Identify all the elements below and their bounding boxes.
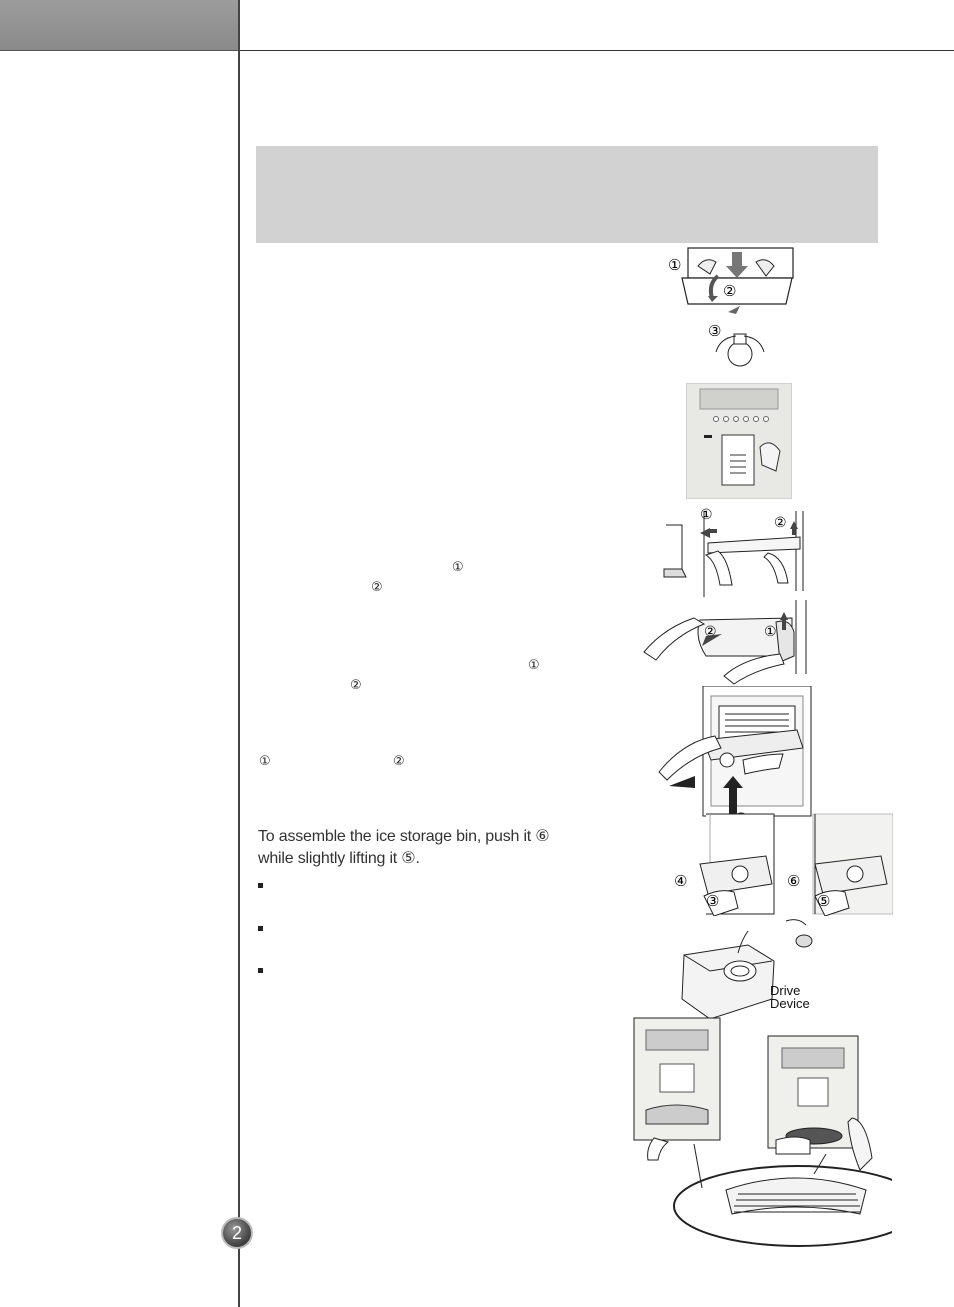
bin-step-6: ⑥ — [787, 873, 800, 890]
lamp-step-3: ③ — [708, 323, 721, 340]
step-marker-1: ① — [528, 657, 540, 672]
assemble-line-1: To assemble the ice storage bin, push it… — [258, 828, 550, 845]
assemble-instruction: To assemble the ice storage bin, push it… — [258, 826, 550, 870]
bullet-marker — [258, 968, 263, 973]
bin-assemble-figure-left: ④ ③ — [670, 812, 778, 916]
ice-bin-figure — [655, 686, 817, 828]
door-bin-figure: ② ① — [642, 600, 812, 686]
lamp-step-1: ① — [668, 257, 681, 274]
assemble-line-2: while slightly lifting it ⑤. — [258, 850, 420, 867]
page-number-badge: 2 — [221, 1217, 253, 1249]
step-marker-2: ② — [350, 677, 362, 692]
drive-device-figure: Drive Device — [676, 915, 816, 1027]
bin-assemble-figure-right: ⑥ ⑤ — [785, 812, 893, 916]
header-tab — [0, 0, 238, 51]
shelf-figure: ① ② — [660, 505, 808, 597]
bin-step-4: ④ — [674, 873, 687, 890]
step-marker-1: ① — [452, 559, 464, 574]
bin-step-5: ⑤ — [817, 893, 830, 910]
door-bin-step-2: ② — [704, 623, 717, 639]
step-marker-2: ② — [371, 579, 383, 594]
margin-rule — [238, 0, 240, 1307]
shelf-step-1: ① — [700, 506, 713, 522]
door-bin-step-1: ① — [764, 623, 777, 639]
bullet-marker — [258, 926, 263, 931]
dispenser-panel-figure — [686, 383, 792, 499]
bullet-marker — [258, 883, 263, 888]
header-rule — [238, 50, 954, 51]
shelf-step-2: ② — [774, 514, 787, 530]
drive-label-line-2: Device — [770, 996, 810, 1011]
lamp-figure: ① ② ③ — [668, 246, 800, 374]
grille-cleaning-figure — [630, 1014, 892, 1250]
bin-step-3: ③ — [706, 893, 719, 910]
drive-label-line-1: Drive — [770, 983, 800, 998]
lamp-step-2: ② — [723, 283, 736, 300]
step-marker-2: ② — [393, 753, 405, 768]
section-heading-box — [256, 146, 878, 243]
step-marker-1: ① — [259, 753, 271, 768]
